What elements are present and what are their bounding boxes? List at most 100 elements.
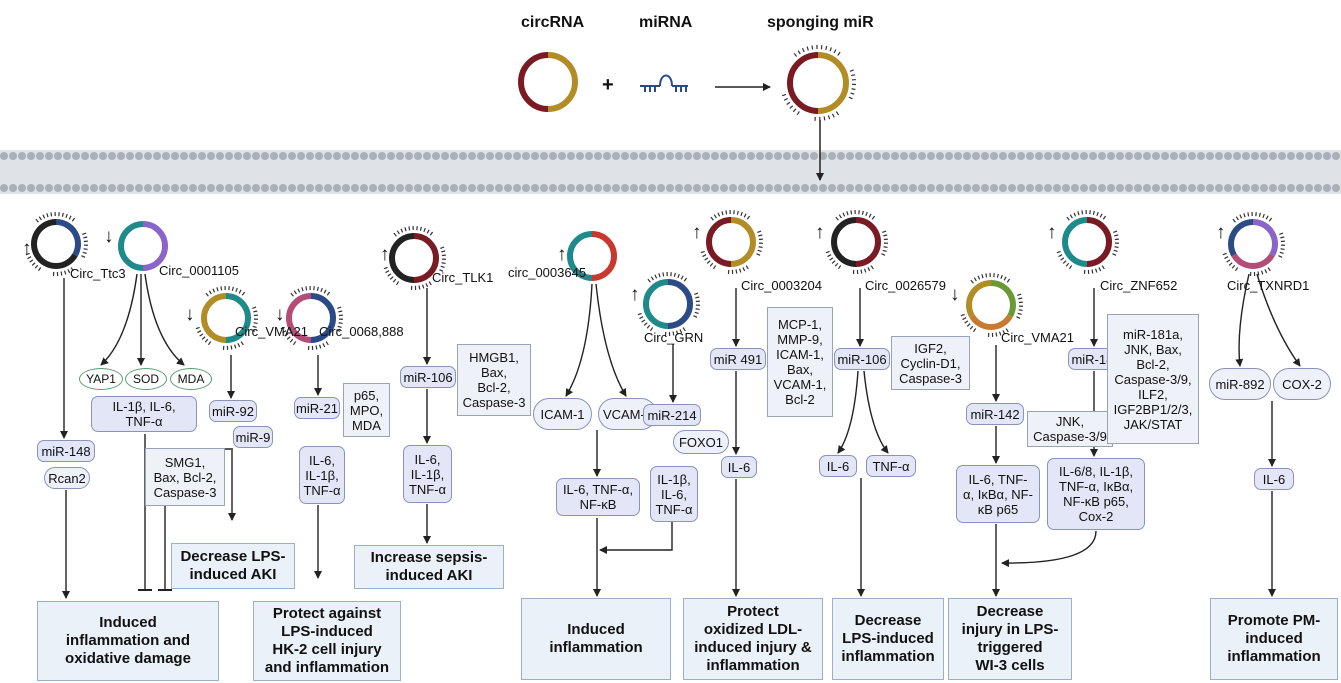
bound-mirna-mark — [702, 254, 707, 258]
bound-mirna-mark — [695, 296, 700, 299]
bound-mirna-mark — [1262, 213, 1265, 219]
mir9-node: miR-9 — [233, 426, 273, 448]
bound-mirna-mark — [207, 341, 212, 346]
membrane-head — [387, 152, 395, 160]
il6-node-d: IL-6 — [819, 455, 857, 477]
bound-mirna-mark — [1228, 262, 1233, 266]
bound-mirna-mark — [827, 254, 832, 258]
bound-mirna-mark — [83, 248, 88, 251]
bound-mirna-mark — [60, 271, 63, 276]
circ-znf652-label: Circ_ZNF652 — [1100, 278, 1178, 293]
ring-segment — [201, 293, 227, 343]
membrane-head — [684, 184, 692, 192]
bound-mirna-mark — [995, 332, 998, 337]
foxo1-node: FOXO1 — [673, 430, 729, 454]
bound-mirna-mark — [42, 214, 46, 219]
bound-mirna-mark — [851, 74, 856, 77]
membrane-head — [594, 152, 602, 160]
membrane-head — [495, 184, 503, 192]
membrane-head — [549, 184, 557, 192]
bound-mirna-mark — [641, 319, 646, 323]
membrane-head — [468, 184, 476, 192]
bound-mirna-mark — [1260, 270, 1264, 275]
membrane-head — [171, 184, 179, 192]
bound-mirna-mark — [326, 291, 331, 296]
bound-mirna-mark — [235, 287, 238, 293]
membrane-head — [180, 184, 188, 192]
outcome-decrease-lps-inflammation: Decrease LPS-induced inflammation — [832, 598, 944, 680]
ring-segment — [831, 217, 857, 267]
bound-mirna-mark — [850, 92, 855, 95]
membrane-head — [603, 152, 611, 160]
bound-mirna-mark — [850, 210, 853, 215]
membrane-head — [558, 152, 566, 160]
membrane-head — [891, 152, 899, 160]
membrane-head — [657, 152, 665, 160]
bound-mirna-mark — [835, 216, 839, 221]
membrane-head — [135, 184, 143, 192]
membrane-head — [1116, 184, 1124, 192]
membrane-head — [1152, 152, 1160, 160]
membrane-head — [630, 184, 638, 192]
bound-mirna-mark — [870, 265, 874, 270]
bound-mirna-mark — [1264, 269, 1268, 274]
sponged-circrna-icon — [781, 44, 856, 121]
membrane-head — [477, 152, 485, 160]
membrane-head — [774, 152, 782, 160]
membrane-head — [414, 184, 422, 192]
circ-grn-label: Circ_GRN — [644, 330, 704, 345]
membrane-head — [1152, 184, 1160, 192]
membrane-head — [567, 152, 575, 160]
circ-0003204-icon — [700, 209, 763, 274]
membrane-head — [981, 184, 989, 192]
membrane-head — [891, 184, 899, 192]
membrane-head — [1251, 152, 1259, 160]
membrane-head — [99, 152, 107, 160]
bound-mirna-mark — [318, 344, 322, 349]
ring-segment — [969, 314, 1013, 330]
membrane-head — [306, 152, 314, 160]
membrane-head — [135, 152, 143, 160]
membrane-head — [207, 152, 215, 160]
membrane-head — [693, 152, 701, 160]
up-arrow-icon: ↑ — [1216, 222, 1226, 243]
bound-mirna-mark — [1234, 267, 1239, 272]
membrane-head — [873, 184, 881, 192]
membrane-head — [711, 184, 719, 192]
membrane-head — [1206, 184, 1214, 192]
bound-mirna-mark — [675, 330, 679, 335]
bound-mirna-mark — [781, 93, 787, 97]
ring-segment — [817, 52, 849, 114]
membrane-head — [1116, 152, 1124, 160]
membrane-head — [1296, 152, 1304, 160]
mir148-node: miR-148 — [37, 440, 95, 462]
membrane-head — [234, 152, 242, 160]
down-arrow-icon: ↓ — [185, 304, 195, 325]
bound-mirna-mark — [962, 317, 967, 321]
bound-mirna-mark — [83, 236, 88, 239]
bound-mirna-mark — [829, 257, 834, 261]
bound-mirna-mark — [1247, 212, 1250, 217]
membrane-head — [450, 152, 458, 160]
membrane-head — [1125, 152, 1133, 160]
bound-mirna-mark — [1077, 211, 1080, 216]
bound-mirna-mark — [969, 325, 974, 330]
ring-segment — [730, 217, 756, 267]
outcome-protect-oxidized-ldl: Protect oxidized LDL- induced injury & i… — [683, 598, 823, 680]
membrane-head — [639, 184, 647, 192]
membrane-head — [126, 152, 134, 160]
bound-mirna-mark — [848, 96, 853, 100]
membrane-head — [558, 184, 566, 192]
il1b-il6-tnf-box: IL-1β, IL-6, TNF-α — [91, 396, 197, 432]
ring-segment — [31, 219, 78, 269]
membrane-head — [351, 184, 359, 192]
circ-0026579-label: Circ_0026579 — [865, 278, 946, 293]
bound-mirna-mark — [846, 211, 849, 216]
bound-mirna-mark — [712, 265, 717, 270]
bound-mirna-mark — [286, 336, 291, 340]
mir181a-box: miR-181a, JNK, Bax, Bcl-2, Caspase-3/9, … — [1107, 314, 1199, 444]
membrane-head — [774, 184, 782, 192]
ring-segment — [1086, 217, 1112, 267]
membrane-head — [306, 184, 314, 192]
membrane-head — [675, 184, 683, 192]
